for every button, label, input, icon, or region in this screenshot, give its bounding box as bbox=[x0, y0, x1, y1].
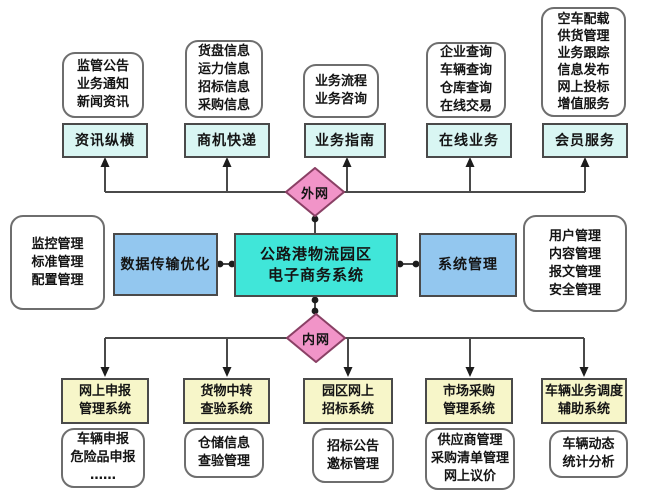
news-detail-box: 监管公告 业务通知 新闻资讯 bbox=[62, 52, 144, 118]
system-admin-module-box: 系统管理 bbox=[419, 233, 517, 297]
diamond-shape-icon bbox=[285, 167, 345, 217]
vehicle-stats-detail-box: 车辆动态 统计分析 bbox=[549, 430, 628, 478]
news-channel-box: 资讯纵横 bbox=[62, 123, 148, 158]
internal-network-diamond: 内网 bbox=[286, 313, 346, 363]
diamond-shape-icon bbox=[286, 313, 346, 363]
ops-management-detail-box: 监控管理 标准管理 配置管理 bbox=[10, 215, 105, 310]
bidding-detail-box: 招标公告 邀标管理 bbox=[312, 428, 394, 483]
business-info-detail-box: 货盘信息 运力信息 招标信息 采购信息 bbox=[185, 40, 263, 118]
center-system-box: 公路港物流园区 电子商务系统 bbox=[234, 233, 398, 297]
procurement-detail-box: 供应商管理 采购清单管理 网上议价 bbox=[425, 428, 515, 490]
external-network-label: 外网 bbox=[300, 186, 329, 202]
data-transfer-module-box: 数据传输优化 bbox=[113, 233, 218, 296]
business-express-box: 商机快递 bbox=[184, 123, 270, 158]
warehouse-detail-box: 仓储信息 查验管理 bbox=[184, 428, 264, 478]
business-guide-detail-box: 业务流程 业务咨询 bbox=[303, 64, 379, 118]
park-bidding-system-box: 园区网上 招标系统 bbox=[303, 378, 393, 424]
declaration-detail-box: 车辆申报 危险品申报 …… bbox=[61, 428, 145, 488]
business-guide-box: 业务指南 bbox=[304, 123, 386, 158]
cargo-transfer-system-box: 货物中转 查验系统 bbox=[183, 378, 270, 424]
admin-management-detail-box: 用户管理 内容管理 报文管理 安全管理 bbox=[523, 215, 627, 312]
member-service-detail-box: 空车配载 供货管理 业务跟踪 信息发布 网上投标 增值服务 bbox=[541, 7, 626, 117]
online-business-detail-box: 企业查询 车辆查询 仓库查询 在线交易 bbox=[426, 42, 506, 118]
market-procurement-system-box: 市场采购 管理系统 bbox=[425, 378, 513, 424]
online-declaration-system-box: 网上申报 管理系统 bbox=[61, 378, 149, 424]
internal-network-label: 内网 bbox=[301, 332, 330, 348]
member-service-box: 会员服务 bbox=[542, 123, 628, 158]
online-business-box: 在线业务 bbox=[426, 123, 512, 158]
external-network-diamond: 外网 bbox=[285, 167, 345, 217]
vehicle-dispatch-system-box: 车辆业务调度 辅助系统 bbox=[541, 378, 627, 424]
